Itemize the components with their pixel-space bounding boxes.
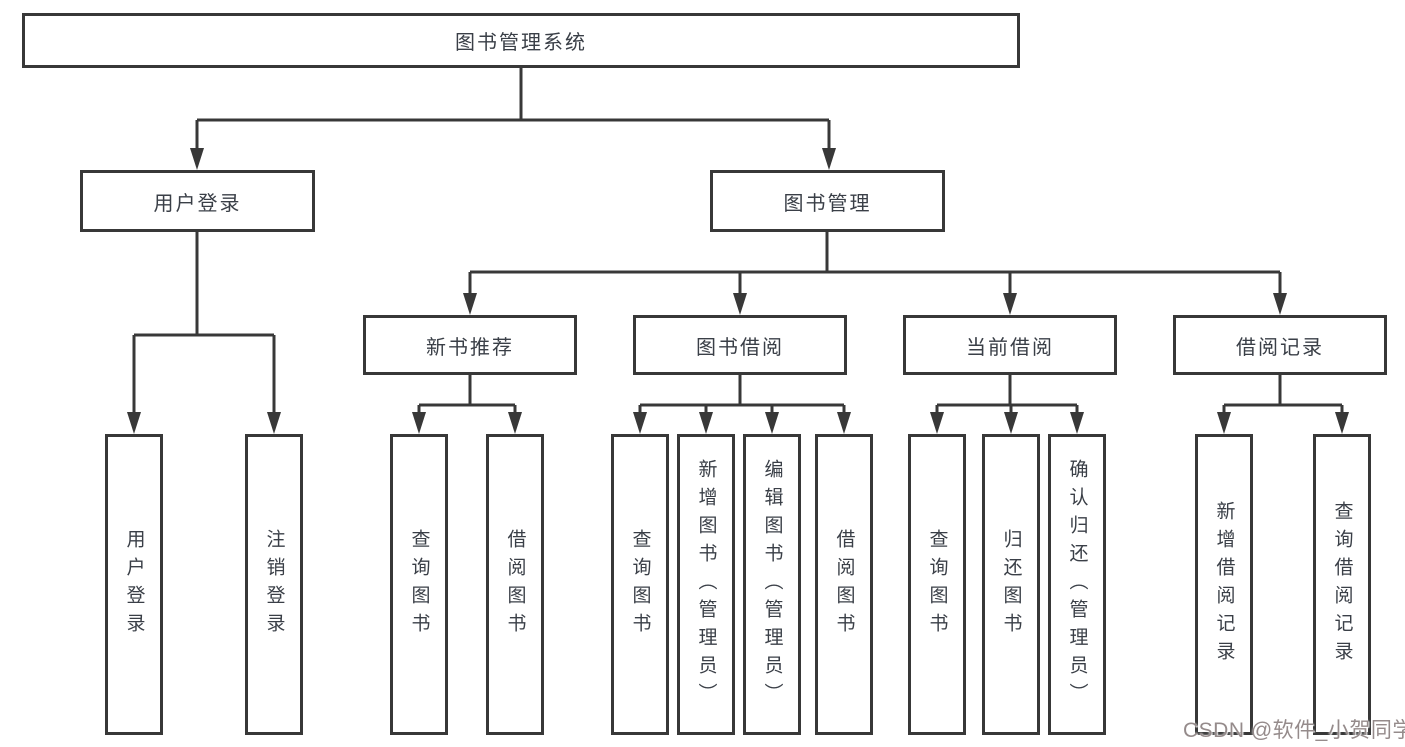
leaf-add-borrow-record-label: 新增借阅记录: [1213, 500, 1235, 669]
csdn-watermark: CSDN @软件_小贺同学: [1183, 719, 1405, 742]
node-new-book-recommend-label: 新书推荐: [426, 336, 514, 359]
leaf-query-books-borrow-label: 查询图书: [629, 528, 651, 641]
leaf-query-books-recommend-label: 查询图书: [408, 528, 430, 641]
node-book-management: 图书管理: [710, 170, 945, 232]
node-root: 图书管理系统: [22, 13, 1020, 68]
leaf-logout-label: 注销登录: [263, 528, 285, 641]
leaf-borrow-books-label: 借阅图书: [833, 528, 855, 641]
leaf-user-login-label: 用户登录: [123, 528, 145, 641]
node-current-borrow-label: 当前借阅: [966, 336, 1054, 359]
leaf-logout: 注销登录: [245, 434, 303, 735]
leaf-borrow-books-recommend-label: 借阅图书: [504, 528, 526, 641]
node-borrow-records-label: 借阅记录: [1236, 336, 1324, 359]
node-new-book-recommend: 新书推荐: [363, 315, 577, 375]
leaf-borrow-books: 借阅图书: [815, 434, 873, 735]
leaf-add-borrow-record: 新增借阅记录: [1195, 434, 1253, 735]
leaf-query-books-recommend: 查询图书: [390, 434, 448, 735]
leaf-return-books-label: 归还图书: [1000, 528, 1022, 641]
node-book-borrow: 图书借阅: [633, 315, 847, 375]
node-book-borrow-label: 图书借阅: [696, 336, 784, 359]
node-book-management-label: 图书管理: [783, 192, 872, 215]
node-user-login: 用户登录: [80, 170, 315, 232]
leaf-user-login: 用户登录: [105, 434, 163, 735]
leaf-query-books-borrow: 查询图书: [611, 434, 669, 735]
leaf-edit-books-admin-label: 编辑图书（管理员）: [761, 458, 783, 711]
leaf-query-borrow-record-label: 查询借阅记录: [1331, 500, 1353, 669]
leaf-query-books-current-label: 查询图书: [926, 528, 948, 641]
leaf-borrow-books-recommend: 借阅图书: [486, 434, 544, 735]
leaf-add-books-admin: 新增图书（管理员）: [677, 434, 735, 735]
node-borrow-records: 借阅记录: [1173, 315, 1387, 375]
leaf-query-borrow-record: 查询借阅记录: [1313, 434, 1371, 735]
leaf-edit-books-admin: 编辑图书（管理员）: [743, 434, 801, 735]
node-user-login-label: 用户登录: [153, 192, 242, 215]
leaf-query-books-current: 查询图书: [908, 434, 966, 735]
leaf-confirm-return-admin-label: 确认归还（管理员）: [1066, 458, 1088, 711]
leaf-return-books: 归还图书: [982, 434, 1040, 735]
leaf-confirm-return-admin: 确认归还（管理员）: [1048, 434, 1106, 735]
node-current-borrow: 当前借阅: [903, 315, 1117, 375]
node-root-label: 图书管理系统: [455, 32, 587, 54]
leaf-add-books-admin-label: 新增图书（管理员）: [695, 458, 717, 711]
